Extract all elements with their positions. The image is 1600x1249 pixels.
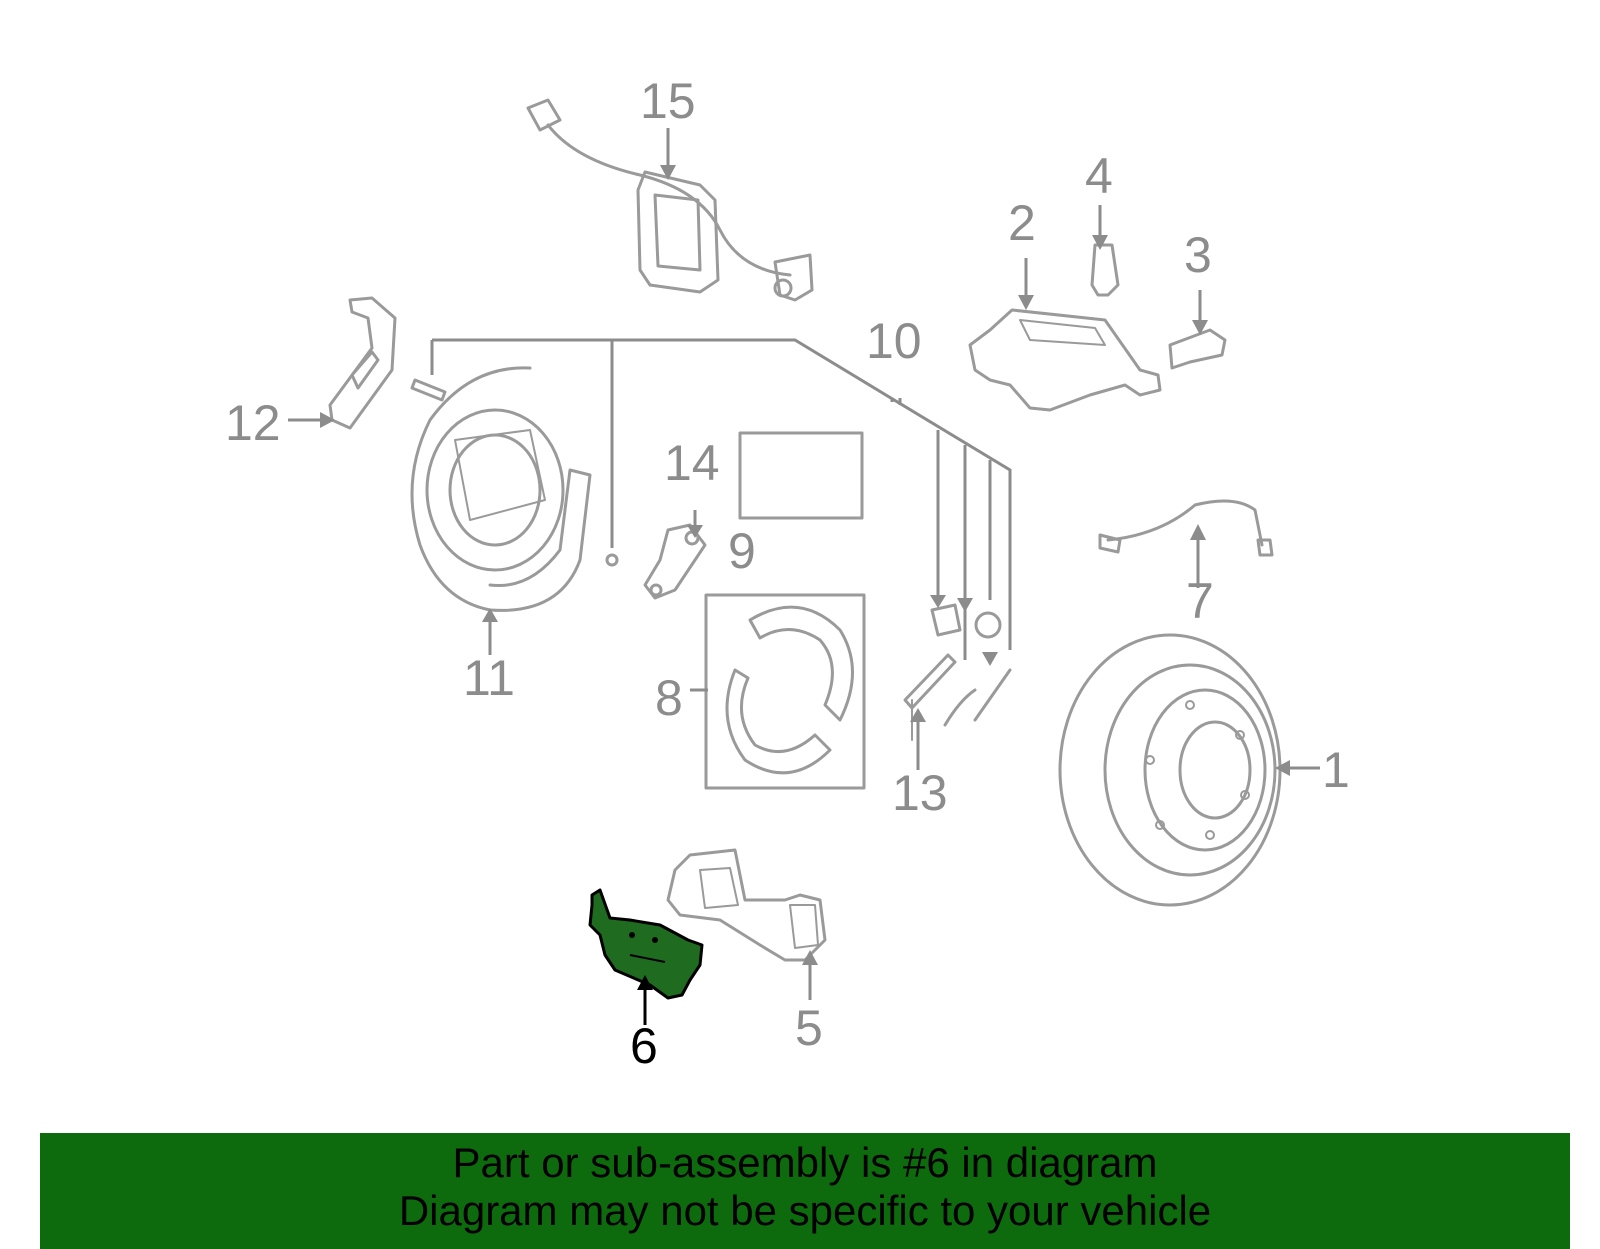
info-banner: Part or sub-assembly is #6 in diagram Di… (40, 1133, 1570, 1249)
callout-9: 9 (728, 523, 756, 579)
callout-6: 6 (630, 1018, 658, 1074)
callout-8: 8 (655, 670, 683, 726)
callout-5: 5 (795, 1000, 823, 1056)
part-2-caliper[interactable] (968, 308, 1162, 412)
callout-14: 14 (664, 435, 720, 491)
callout-3: 3 (1184, 227, 1212, 283)
callout-11: 11 (463, 650, 515, 706)
part-10-leader-frame (430, 338, 1012, 660)
part-3-bolt[interactable] (1168, 328, 1227, 370)
callout-10: 10 (866, 313, 922, 369)
part-4-bleeder[interactable] (1090, 243, 1120, 297)
banner-line-1: Part or sub-assembly is #6 in diagram (452, 1139, 1158, 1186)
leader-arrows (288, 128, 1320, 1025)
part-8-brake-shoes[interactable] (704, 593, 866, 790)
part-6-brake-pad[interactable] (588, 888, 704, 1000)
callout-15: 15 (640, 73, 696, 129)
info-banner-bg (40, 1133, 1570, 1249)
part-7-hose[interactable] (1098, 499, 1274, 557)
part-12-bracket[interactable] (328, 296, 397, 430)
part-1-rotor[interactable] (1058, 633, 1282, 907)
part-15-brake-cable[interactable] (526, 98, 814, 302)
part-9-sheet[interactable] (738, 431, 864, 520)
banner-line-2: Diagram may not be specific to your vehi… (398, 1187, 1212, 1234)
callout-12: 12 (225, 395, 281, 451)
callout-1: 1 (1322, 742, 1350, 798)
callout-7: 7 (1186, 573, 1214, 629)
callout-13: 13 (892, 765, 948, 821)
callout-4: 4 (1085, 148, 1113, 204)
part-11-backing-plate[interactable] (410, 366, 619, 612)
callout-2: 2 (1008, 195, 1036, 251)
